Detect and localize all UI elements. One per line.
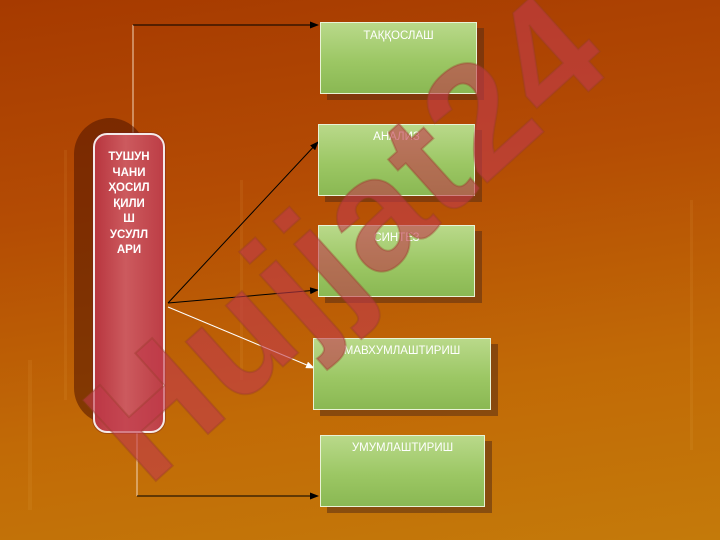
method-label: УМУМЛАШТИРИШ bbox=[351, 442, 454, 454]
arrow-to-sintez bbox=[167, 287, 319, 304]
central-node-label: ТУШУН ЧАНИ ҲОСИЛ ҚИЛИ Ш УСУЛЛ АРИ bbox=[108, 151, 150, 256]
method-box-sintez: СИНТЕЗ bbox=[318, 225, 475, 297]
background-streak bbox=[690, 200, 693, 450]
method-box-taqqoslash: ТАҚҚОСЛАШ bbox=[320, 22, 477, 94]
method-label: СИНТЕЗ bbox=[373, 232, 420, 244]
method-label: АНАЛИЗ bbox=[373, 131, 420, 143]
method-box-analiz: АНАЛИЗ bbox=[318, 124, 475, 196]
method-label: ТАҚҚОСЛАШ bbox=[363, 30, 434, 42]
arrow-to-analiz bbox=[167, 141, 319, 304]
method-label: МАВХУМЛАШТИРИШ bbox=[343, 345, 461, 357]
method-box-mavhumlashtirish: МАВХУМЛАШТИРИШ bbox=[313, 338, 491, 410]
arrow-to-mavhumlashtirish bbox=[167, 306, 315, 369]
method-box-umumlashtirish: УМУМЛАШТИРИШ bbox=[320, 435, 485, 507]
background-streak bbox=[240, 180, 243, 380]
background-streak bbox=[64, 150, 67, 400]
background-streak bbox=[28, 360, 32, 510]
central-node bbox=[93, 133, 165, 433]
